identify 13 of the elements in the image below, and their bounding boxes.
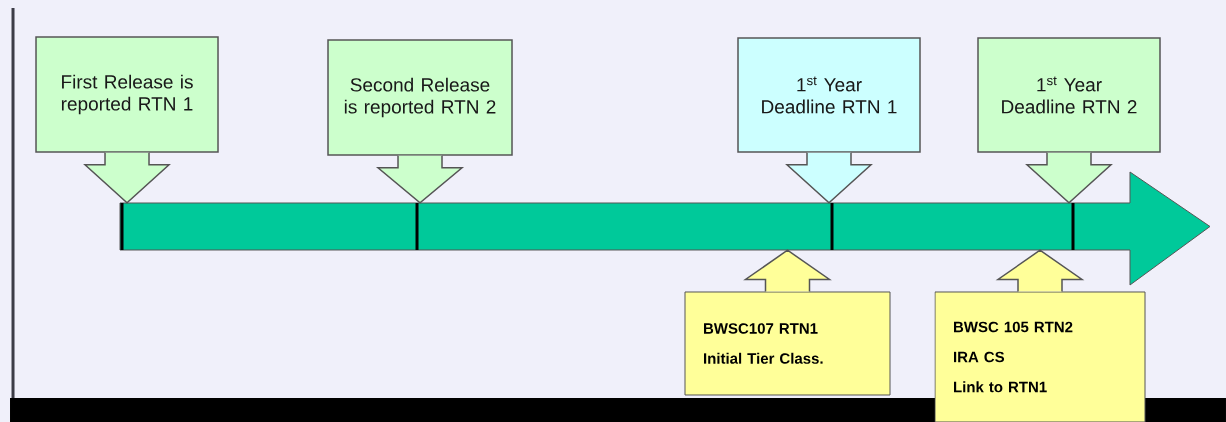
note-box: BWSC 105 RTN2 IRA CS Link to RTN1 xyxy=(934,291,1146,422)
callout-box: Second Release is reported RTN 2 xyxy=(327,39,513,156)
pointer-arrow xyxy=(995,249,1085,293)
pointer-arrow xyxy=(743,249,832,293)
pointer-arrow xyxy=(1025,152,1113,204)
callout-box: First Release is reported RTN 1 xyxy=(35,36,219,153)
callout-box: 1$^{st}$ Year Deadline RTN 1 xyxy=(737,37,921,153)
pointer-arrow xyxy=(83,152,171,204)
timeline-arrow xyxy=(119,171,1211,286)
pointer-arrow xyxy=(785,152,873,204)
callout-box: 1$^{st}$ Year Deadline RTN 2 xyxy=(977,37,1161,153)
note-box: BWSC107 RTN1 Initial Tier Class. xyxy=(684,291,891,396)
pointer-arrow xyxy=(375,155,465,204)
